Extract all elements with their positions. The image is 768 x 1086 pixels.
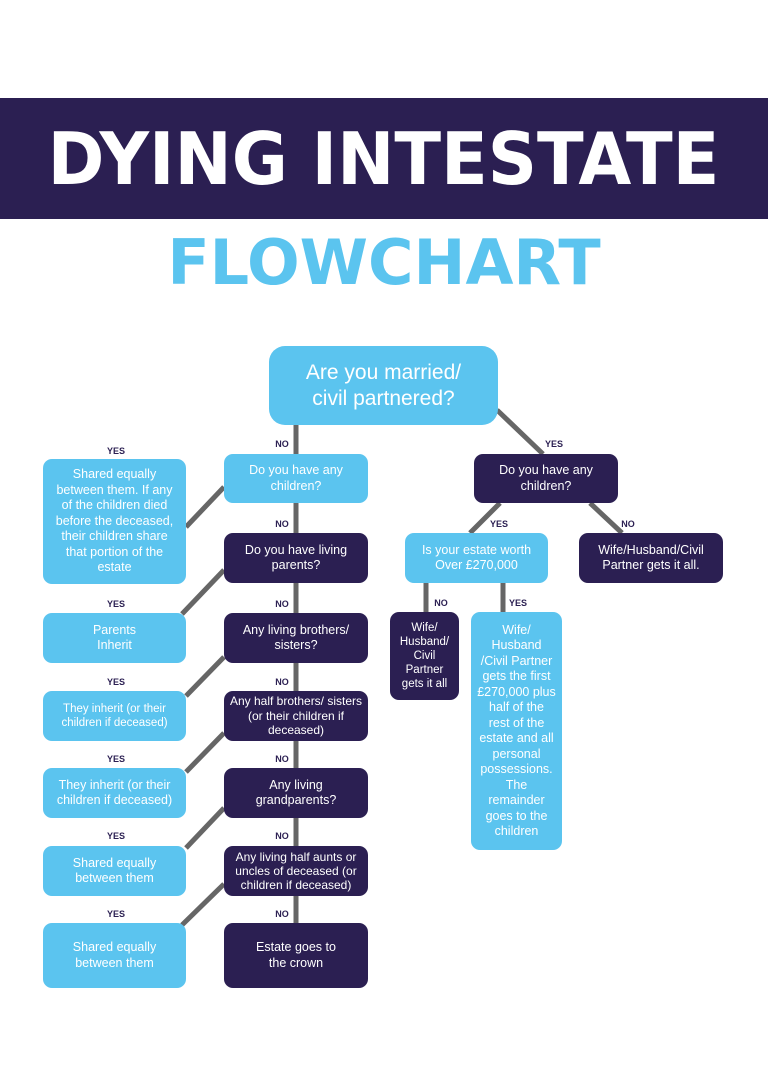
node-estate-worth: Is your estate worth Over £270,000 xyxy=(405,533,548,583)
node-half-siblings-inherit: They inherit (or their children if decea… xyxy=(43,768,186,818)
connector-start-yes xyxy=(495,408,545,456)
label-estate-no: NO xyxy=(434,598,448,608)
node-siblings-inherit: They inherit (or their children if decea… xyxy=(43,691,186,741)
node-living-parents: Do you have living parents? xyxy=(224,533,368,583)
label-half-siblings-yes: YES xyxy=(106,754,126,764)
label-half-siblings-no: NO xyxy=(275,754,289,764)
node-married: Are you married/ civil partnered? xyxy=(269,346,498,425)
node-children-yes: Do you have any children? xyxy=(474,454,618,503)
label-half-aunts-yes: YES xyxy=(106,909,126,919)
title-banner: DYING INTESTATE xyxy=(0,98,768,219)
node-half-siblings: Any half brothers/ sisters (or their chi… xyxy=(224,691,368,741)
label-siblings-yes: YES xyxy=(106,677,126,687)
connector-right-children-no xyxy=(588,501,624,535)
connector-grandparents-yes xyxy=(184,806,226,850)
node-children-share: Shared equally between them. If any of t… xyxy=(43,459,186,584)
page-title: DYING INTESTATE xyxy=(48,116,720,201)
connector-right-children-yes xyxy=(468,501,502,535)
node-spouse-share: Wife/ Husband /Civil Partner gets the fi… xyxy=(471,612,562,850)
label-right-children-yes: YES xyxy=(489,519,509,529)
connector-siblings-yes xyxy=(184,655,226,698)
node-parents-inherit: Parents Inherit xyxy=(43,613,186,663)
page-subtitle: FLOWCHART xyxy=(167,226,601,299)
node-brothers-sisters: Any living brothers/ sisters? xyxy=(224,613,368,663)
node-crown: Estate goes to the crown xyxy=(224,923,368,988)
label-estate-yes: YES xyxy=(508,598,528,608)
label-start-yes: YES xyxy=(544,439,564,449)
connector-half-aunts-yes xyxy=(180,882,226,927)
node-half-aunts-share: Shared equally between them xyxy=(43,923,186,988)
node-half-aunts: Any living half aunts or uncles of decea… xyxy=(224,846,368,896)
label-half-aunts-no: NO xyxy=(275,909,289,919)
node-spouse-all: Wife/Husband/Civil Partner gets it all. xyxy=(579,533,723,583)
label-start-no: NO xyxy=(275,439,289,449)
node-children-no: Do you have any children? xyxy=(224,454,368,503)
label-grandparents-no: NO xyxy=(275,831,289,841)
connector-half-siblings-yes xyxy=(184,731,226,774)
node-grandparents: Any living grandparents? xyxy=(224,768,368,818)
connector-parents-yes xyxy=(180,568,226,616)
node-grandparents-share: Shared equally between them xyxy=(43,846,186,896)
label-children-no: NO xyxy=(275,519,289,529)
label-grandparents-yes: YES xyxy=(106,831,126,841)
label-right-children-no: NO xyxy=(621,519,635,529)
node-spouse-all-small: Wife/ Husband/ Civil Partner gets it all xyxy=(390,612,459,700)
label-parents-no: NO xyxy=(275,599,289,609)
label-siblings-no: NO xyxy=(275,677,289,687)
label-parents-yes: YES xyxy=(106,599,126,609)
label-children-yes: YES xyxy=(106,446,126,456)
connector-children-yes-left xyxy=(184,485,226,529)
